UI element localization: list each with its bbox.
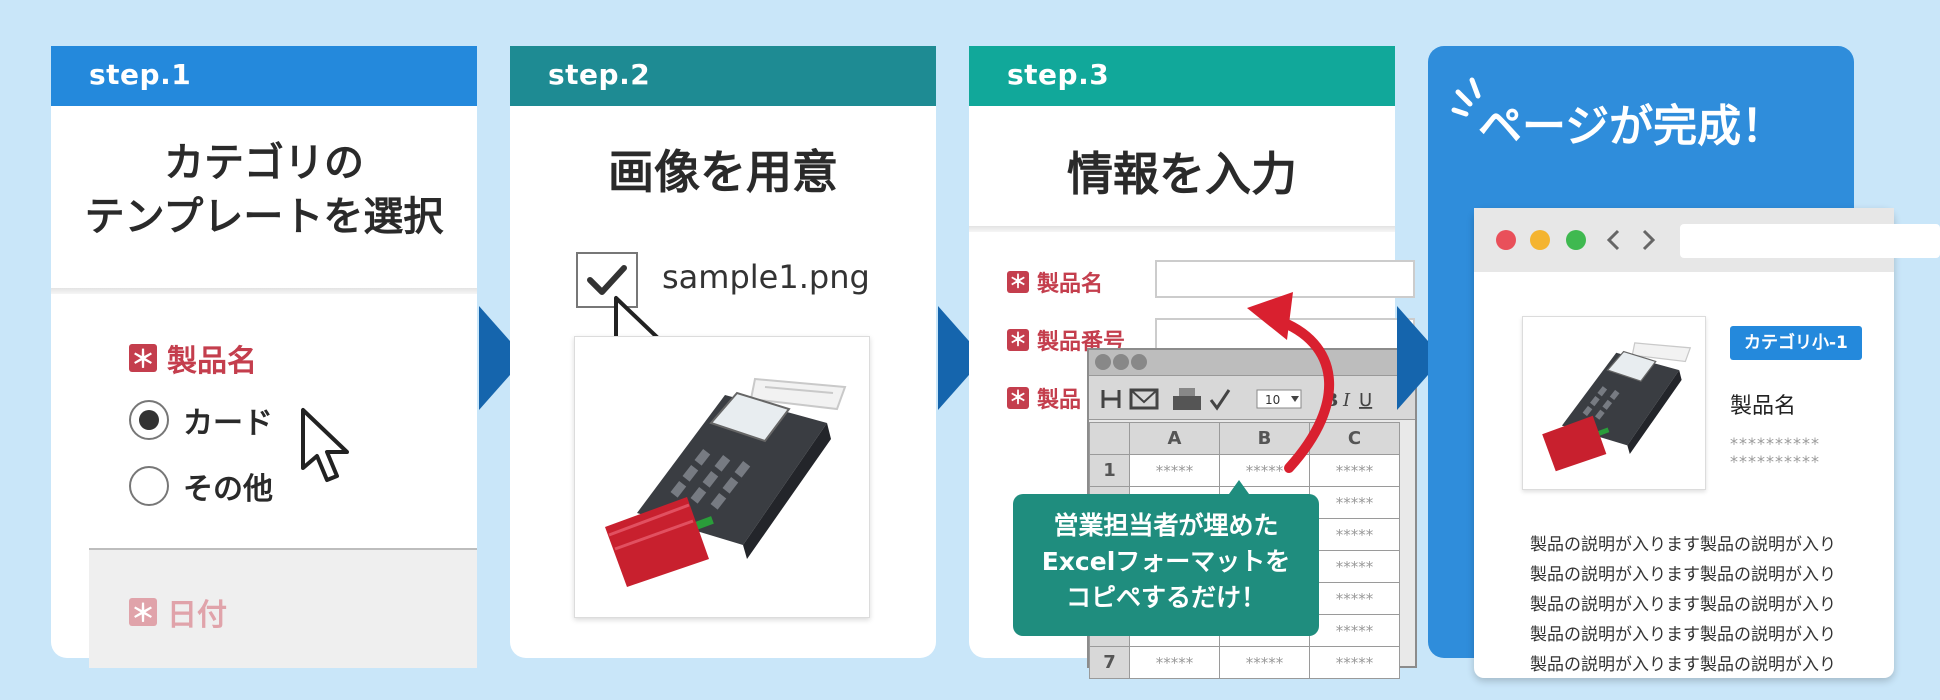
forward-icon[interactable] [1638, 228, 1658, 252]
required-icon: ＊ [129, 598, 157, 627]
product-name-field-label: ＊ 製品名 [129, 336, 257, 380]
product-image [574, 336, 870, 618]
spellcheck-icon[interactable] [1209, 389, 1231, 411]
category-badge[interactable]: カテゴリ小-1 [1730, 326, 1862, 360]
product-name-input[interactable] [1155, 260, 1415, 298]
step1-title-line1: カテゴリの [164, 140, 364, 186]
step1-header: step.1 [51, 46, 477, 106]
description-line: 製品の説明が入ります製品の説明が入り [1530, 565, 1836, 585]
description-line: 製品の説明が入ります製品の説明が入り [1530, 595, 1836, 615]
column-header[interactable]: A [1129, 422, 1220, 455]
step1-panel: step.1 カテゴリの テンプレートを選択 ＊ 製品名 カード その他 ＊ 日付 [51, 46, 477, 668]
radio-unselected-icon[interactable] [129, 466, 169, 506]
field-label: 製品名 [1037, 272, 1104, 297]
callout-line1: 営業担当者が埋めた [1053, 511, 1279, 540]
field-label: 日付 [167, 598, 227, 633]
required-icon: ＊ [129, 344, 157, 373]
cell[interactable]: ***** [1309, 454, 1400, 487]
payment-terminal-icon [605, 377, 847, 587]
print-icon[interactable] [1173, 388, 1201, 410]
description-line: 製品の説明が入ります製品の説明が入り [1530, 625, 1836, 645]
next-field-area: ＊ 日付 [89, 548, 477, 668]
step3-panel: step.3 情報を入力 ＊製品名 ＊製品番号 ＊製品 10 B I U [969, 46, 1417, 679]
column-header[interactable]: C [1309, 422, 1400, 455]
paste-arrow-icon [1247, 292, 1335, 473]
callout-line2: Excelフォーマットを [1041, 547, 1291, 576]
radio-option-card[interactable]: カード [129, 398, 273, 442]
masked-text: ********** [1730, 452, 1820, 471]
row-header[interactable]: 1 [1089, 454, 1130, 487]
browser-window: カテゴリ小-1 製品名 ********** ********** 製品の説明が… [1474, 208, 1940, 678]
minimize-dot-icon[interactable] [1530, 230, 1550, 250]
required-icon: ＊ [1007, 387, 1029, 409]
cell[interactable]: ***** [1129, 454, 1220, 487]
excel-toolbar: 10 B I U [1089, 376, 1415, 420]
svg-text:I: I [1342, 390, 1351, 411]
copy-paste-callout: 営業担当者が埋めた Excelフォーマットを コピペするだけ！ [1013, 480, 1319, 636]
payment-terminal-icon [1542, 342, 1692, 472]
cell[interactable]: ***** [1309, 614, 1400, 647]
cell[interactable]: ***** [1219, 646, 1310, 679]
cell[interactable]: ***** [1309, 582, 1400, 615]
underline-icon[interactable]: U [1359, 390, 1372, 411]
description-line: 製品の説明が入ります製品の説明が入り [1530, 655, 1836, 675]
cell[interactable]: ***** [1309, 550, 1400, 583]
product-thumbnail [1522, 316, 1706, 490]
back-icon[interactable] [1604, 228, 1624, 252]
font-size-select[interactable] [1256, 389, 1302, 409]
font-size-value: 10 [1265, 393, 1280, 407]
divider [51, 288, 477, 294]
mail-icon[interactable] [1129, 388, 1159, 410]
sparkle-icon [1451, 77, 1481, 117]
mouse-cursor-icon [301, 408, 349, 482]
address-bar[interactable] [1680, 224, 1940, 258]
required-icon: ＊ [1007, 329, 1029, 351]
cell[interactable]: ***** [1309, 486, 1400, 519]
cell[interactable]: ***** [1309, 518, 1400, 551]
radio-label: カード [183, 406, 273, 441]
save-icon[interactable] [1101, 390, 1121, 408]
form-row-product: ＊ 製品 [1007, 382, 1081, 414]
step1-title: カテゴリの テンプレートを選択 [51, 106, 477, 288]
callout-line3: コピペするだけ！ [1065, 583, 1266, 612]
window-dot-icon [1113, 354, 1129, 370]
field-label: 製品名 [167, 344, 257, 379]
row-header[interactable]: 7 [1089, 646, 1130, 679]
checkmark-icon [587, 265, 627, 295]
radio-selected-icon[interactable] [129, 400, 169, 440]
file-checkbox[interactable] [576, 252, 638, 308]
close-dot-icon[interactable] [1496, 230, 1516, 250]
browser-toolbar [1474, 208, 1940, 272]
cell[interactable]: ***** [1309, 646, 1400, 679]
step2-panel: step.2 画像を用意 sample1.png [510, 46, 936, 658]
form-row-product-name: ＊ 製品名 [1007, 266, 1103, 298]
radio-option-other[interactable]: その他 [129, 464, 273, 508]
step3-header: step.3 [969, 46, 1395, 106]
product-name: 製品名 [1730, 394, 1797, 419]
svg-text:U: U [1359, 390, 1372, 411]
radio-label: その他 [183, 472, 273, 507]
masked-text: ********** [1730, 434, 1820, 453]
window-dot-icon [1131, 354, 1147, 370]
italic-icon[interactable]: I [1342, 390, 1351, 411]
step3-title: 情報を入力 [1067, 147, 1297, 201]
step2-header: step.2 [510, 46, 936, 106]
window-dot-icon [1095, 354, 1111, 370]
required-icon: ＊ [1007, 271, 1029, 293]
excel-titlebar [1089, 350, 1415, 376]
field-label: 製品 [1037, 388, 1082, 413]
description-line: 製品の説明が入ります製品の説明が入り [1530, 535, 1836, 555]
date-field-label: ＊ 日付 [129, 590, 227, 634]
step2-title: 画像を用意 [608, 145, 838, 199]
cell[interactable]: ***** [1129, 646, 1220, 679]
divider [969, 226, 1395, 232]
step1-title-line2: テンプレートを選択 [84, 194, 444, 240]
step4-panel: ページが完成！ [1428, 46, 1940, 678]
maximize-dot-icon[interactable] [1566, 230, 1586, 250]
corner-cell [1089, 422, 1130, 455]
file-name: sample1.png [662, 258, 870, 296]
step4-title: ページが完成！ [1478, 101, 1786, 152]
